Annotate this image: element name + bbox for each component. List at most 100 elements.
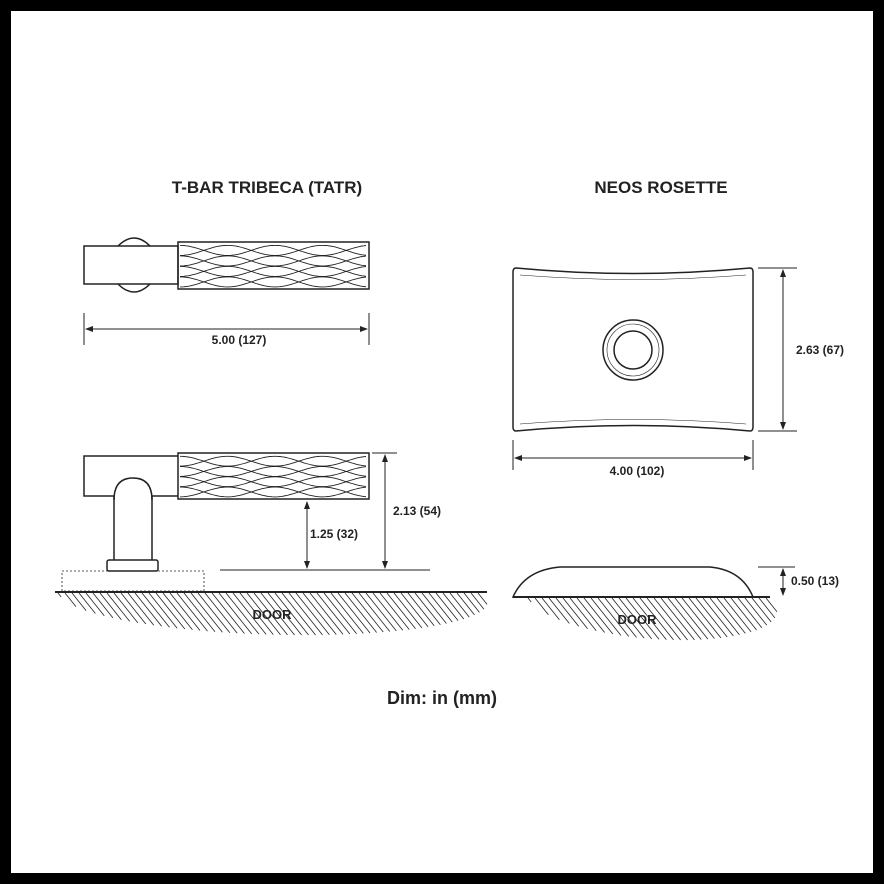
grip-wave-line <box>180 455 367 467</box>
hatch-line <box>456 592 475 616</box>
grip-texture-top <box>180 244 367 288</box>
hatch-line <box>569 597 597 632</box>
hatch-line <box>344 592 377 633</box>
hatch-line <box>597 597 630 637</box>
hatch-line <box>541 597 560 620</box>
rosette-side-view <box>511 566 778 641</box>
hatch-line <box>737 597 763 628</box>
hatch-line <box>688 597 722 639</box>
hatch-line <box>337 592 371 634</box>
height-dimensions <box>220 452 430 571</box>
grip-wave-line <box>180 244 367 256</box>
hatch-line <box>225 592 260 635</box>
hatch-line <box>716 597 746 634</box>
hatch-line <box>386 592 416 629</box>
hatch-line <box>218 592 253 635</box>
hatch-line <box>548 597 570 624</box>
hatch-line <box>176 592 208 632</box>
tbar-side-view <box>55 452 488 636</box>
hatch-line <box>113 592 139 623</box>
hatch-line <box>295 592 330 635</box>
hatch-line <box>351 592 384 633</box>
hatch-line <box>260 592 295 636</box>
hatch-line <box>435 592 459 621</box>
hatch-line <box>414 592 441 625</box>
hatch-line <box>407 592 435 627</box>
hatch-line <box>470 592 485 610</box>
hatch-line <box>604 597 637 638</box>
hatch-line <box>583 597 614 635</box>
hatch-line <box>618 597 652 640</box>
door-label-right: DOOR <box>618 612 658 627</box>
grip-wave-line <box>179 466 367 477</box>
thickness-dimension <box>758 566 795 596</box>
grip-wave-line <box>180 255 367 267</box>
grip-wave-line <box>180 455 367 467</box>
hatch-line <box>127 592 155 626</box>
hatch-line <box>253 592 288 636</box>
hatch-line <box>246 592 281 636</box>
rosette-height-dim-label: 2.63 (67) <box>796 343 844 357</box>
hatch-line <box>148 592 178 629</box>
hatch-line <box>709 597 740 636</box>
hatch-line <box>463 592 480 613</box>
hatch-line <box>653 597 688 641</box>
hatch-line <box>155 592 186 630</box>
hatch-line <box>372 592 404 631</box>
grip-wave-line <box>179 466 367 477</box>
hatch-line <box>534 597 549 615</box>
hatch-line <box>730 597 757 631</box>
hatch-line <box>78 592 96 614</box>
hatch-line <box>330 592 364 634</box>
hatch-line <box>204 592 238 634</box>
hatch-line <box>274 592 309 636</box>
hatch-line <box>358 592 391 632</box>
hatch-line <box>183 592 216 632</box>
grip-wave-line <box>179 486 367 498</box>
door-hatch-left <box>57 592 488 636</box>
hatch-line <box>85 592 105 617</box>
tbar-top-view <box>83 237 370 293</box>
hatch-line <box>288 592 323 636</box>
hatch-line <box>239 592 274 635</box>
grip-wave-line <box>180 476 367 488</box>
units-note: Dim: in (mm) <box>387 688 497 708</box>
hatch-line <box>477 592 488 605</box>
hatch-line <box>576 597 605 633</box>
hatch-line <box>316 592 351 635</box>
hatch-line <box>379 592 410 630</box>
grip-wave-line <box>179 486 367 498</box>
hatch-line <box>723 597 752 633</box>
grip-texture-side <box>179 455 367 498</box>
hatch-line <box>57 592 62 598</box>
hatch-line <box>106 592 130 622</box>
rosette-width-dim-label: 4.00 (102) <box>610 464 665 478</box>
hatch-line <box>639 597 674 641</box>
grip-wave-line <box>180 255 367 267</box>
hatch-line <box>281 592 316 636</box>
hatch-line <box>758 597 776 619</box>
length-dim-label: 5.00 (127) <box>212 333 267 347</box>
hatch-line <box>674 597 709 640</box>
hatch-line <box>632 597 667 640</box>
hatch-line <box>309 592 344 635</box>
hatch-line <box>169 592 201 631</box>
hatch-line <box>211 592 245 634</box>
hatch-line <box>267 592 302 636</box>
hatch-line <box>562 597 588 629</box>
hatch-line <box>190 592 223 633</box>
hatch-line <box>611 597 645 639</box>
hatch-line <box>197 592 231 633</box>
hatch-line <box>99 592 122 620</box>
projection-dim-label: 2.13 (54) <box>393 504 441 518</box>
hatch-line <box>765 597 778 612</box>
hatch-line <box>400 592 429 628</box>
hatch-line <box>302 592 337 635</box>
rosette-title: NEOS ROSETTE <box>594 178 727 197</box>
hatch-line <box>365 592 397 632</box>
hatch-line <box>428 592 453 623</box>
door-label-left: DOOR <box>253 607 293 622</box>
hatch-line <box>667 597 702 640</box>
hatch-line <box>702 597 734 637</box>
